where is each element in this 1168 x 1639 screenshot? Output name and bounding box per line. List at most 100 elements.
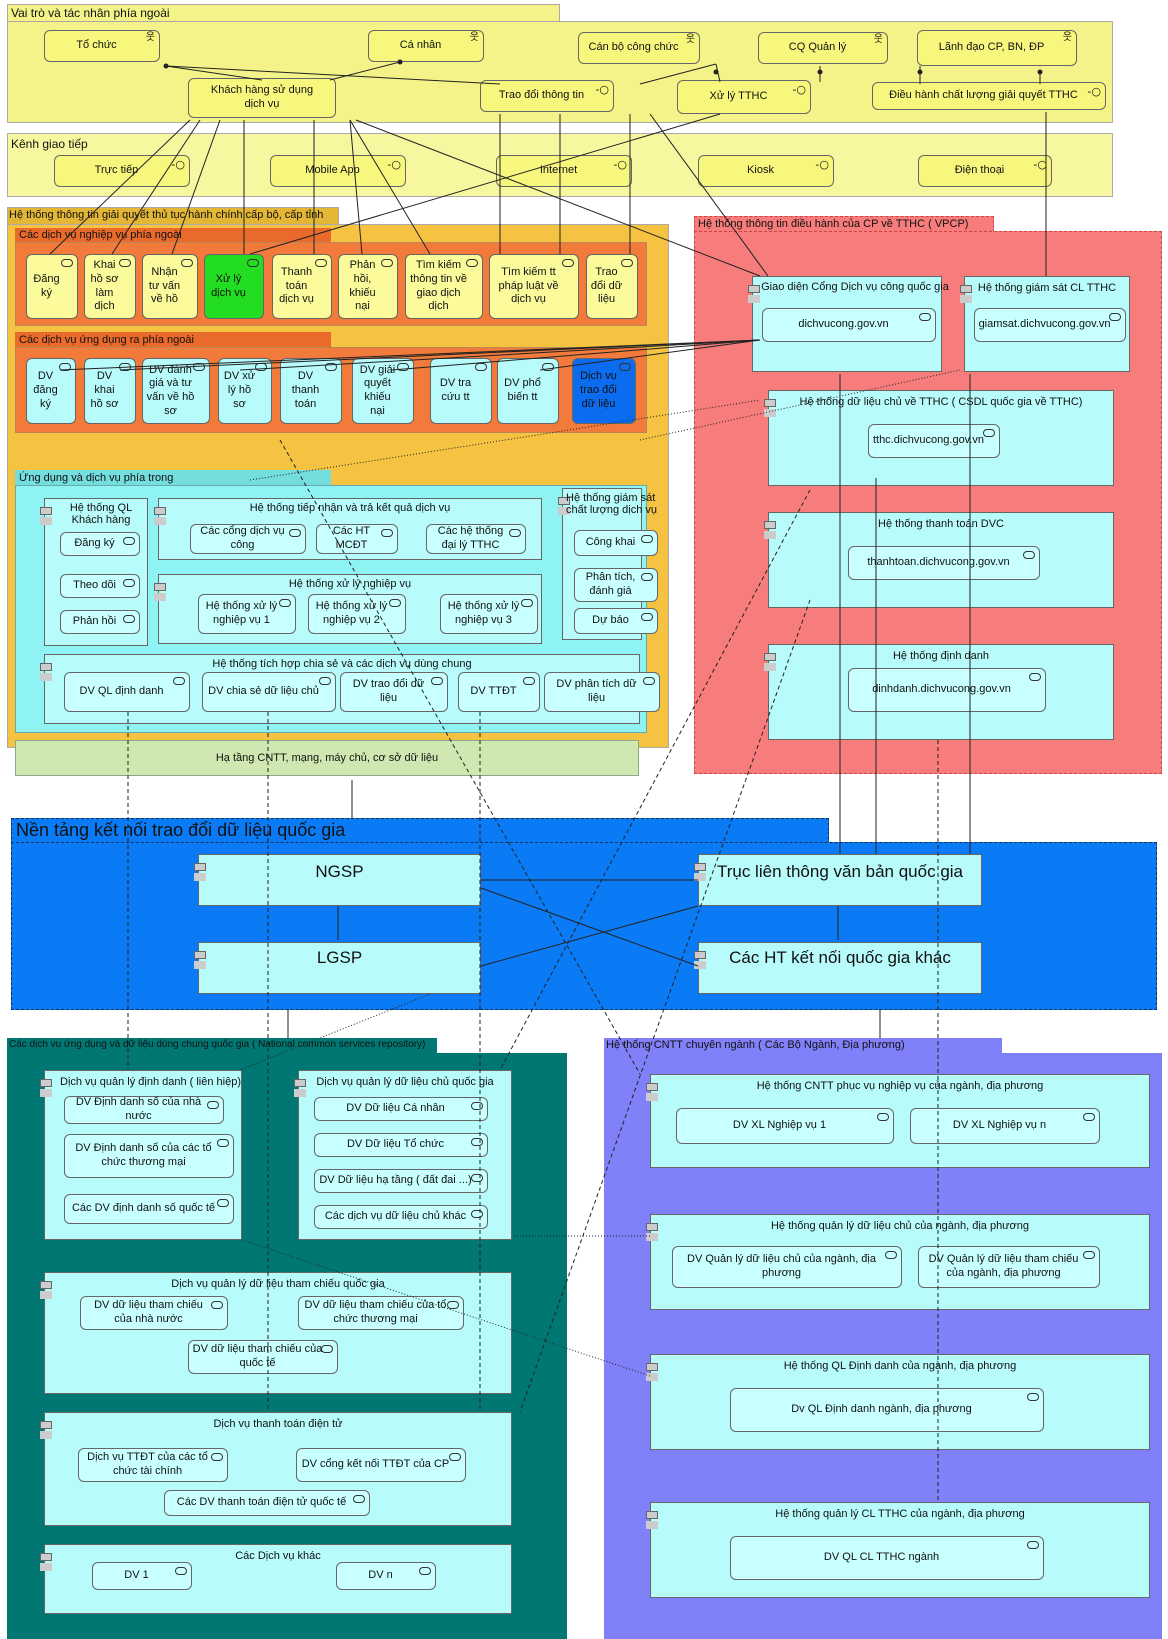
app-dv-tra-cuu[interactable]: DV tra cứu tt	[430, 358, 492, 424]
vpcp-identity-title: Hệ thống định danh	[892, 650, 990, 662]
channel-internet[interactable]: Internet	[496, 155, 632, 187]
national-ident-title: Dịch vụ quản lý định danh ( liên hiệp)	[60, 1076, 242, 1088]
shared-ttdt[interactable]: DV TTĐT	[458, 672, 540, 712]
actor-can-bo[interactable]: Cán bộ công chức	[578, 32, 700, 64]
role-khach-hang[interactable]: Khách hàng sử dụng dịch vụ	[188, 78, 336, 118]
biz-tim-kiem-giao-dich[interactable]: Tìm kiếm thông tin về giao dịch dịch	[405, 254, 483, 319]
vpcp-identity-url[interactable]: dinhdanh.dichvucong.gov.vn	[848, 668, 1046, 712]
crm-dang-ky[interactable]: Đăng ký	[60, 532, 140, 556]
shared-trao-doi-du-lieu[interactable]: DV trao đổi dữ liệu	[340, 672, 448, 712]
pay-to-chuc-tai-chinh[interactable]: Dịch vụ TTĐT của các tổ chức tài chính	[78, 1448, 228, 1482]
sector-quality-dv[interactable]: DV QL CL TTHC ngành	[730, 1536, 1044, 1580]
app-dv-trao-doi-du-lieu[interactable]: Dịch vụ trao đổi dữ liệu	[572, 358, 636, 424]
reception-cong-dvc[interactable]: Các cổng dịch vụ công	[190, 524, 306, 554]
biz-dang-ky[interactable]: Đăng ký	[26, 254, 78, 319]
sector-biz-n[interactable]: DV XL Nghiệp vụ n	[910, 1108, 1100, 1144]
lgsp-label: LGSP	[316, 948, 363, 967]
provincial-title: Hệ thống thông tin giải quyết thủ tục hà…	[9, 209, 324, 221]
ident-thuong-mai[interactable]: DV Định danh số của các tổ chức thương m…	[64, 1134, 234, 1178]
shared-chia-se-du-lieu[interactable]: DV chia sẻ dữ liệu chủ	[202, 672, 336, 712]
app-dv-xu-ly-ho-so[interactable]: DV xử lý hồ sơ	[218, 358, 272, 424]
channel-dien-thoai[interactable]: Điện thoại	[918, 155, 1052, 187]
monitor-cong-khai[interactable]: Công khai	[574, 530, 658, 556]
infrastructure-node[interactable]: Hạ tầng CNTT, mạng, máy chủ, cơ sở dữ li…	[15, 740, 639, 776]
vpcp-portal-title: Giao diện Cổng Dịch vụ công quốc gia	[761, 281, 949, 293]
master-ca-nhan[interactable]: DV Dữ liệu Cá nhân	[314, 1097, 488, 1121]
vpcp-portal-url[interactable]: dichvucong.gov.vn	[762, 308, 936, 342]
biz-nhan-tu-van[interactable]: Nhận tư vấn về hồ	[142, 254, 198, 319]
reception-ht-mcdt[interactable]: Các HT MCĐT	[316, 524, 398, 554]
monitor-du-bao[interactable]: Dự báo	[574, 608, 658, 634]
sector-biz-title: Hệ thống CNTT phục vụ nghiệp vụ của ngàn…	[756, 1080, 1044, 1092]
app-dv-pho-bien[interactable]: DV phổ biến tt	[497, 358, 559, 424]
other-dv-n[interactable]: DV n	[336, 1562, 436, 1590]
biz-trao-doi-du-lieu[interactable]: Trao đổi dữ liệu	[586, 254, 638, 319]
platform-title: Nền tảng kết nối trao đổi dữ liệu quốc g…	[16, 820, 346, 840]
ident-quoc-te[interactable]: Các DV định danh số quốc tế	[64, 1194, 234, 1224]
sector-title: Hệ thống CNTT chuyên ngành ( Các Bộ Ngàn…	[606, 1039, 905, 1051]
ngsp-label: NGSP	[315, 862, 364, 881]
role-xu-ly[interactable]: Xử lý TTHC	[677, 80, 811, 114]
shared-services-title: Hệ thống tích hợp chia sẻ và các dịch vụ…	[212, 658, 472, 670]
ref-thuong-mai[interactable]: DV dữ liệu tham chiếu của tổ chức thương…	[298, 1296, 464, 1330]
processing-title: Hệ thống xử lý nghiệp vụ	[288, 578, 412, 590]
role-trao-doi[interactable]: Trao đổi thông tin	[480, 80, 614, 112]
reception-dai-ly[interactable]: Các hệ thống đại lý TTHC	[426, 524, 526, 554]
master-to-chuc[interactable]: DV Dữ liệu Tổ chức	[314, 1133, 488, 1157]
sector-data-ref[interactable]: DV Quản lý dữ liệu tham chiếu của ngành,…	[918, 1246, 1100, 1288]
crm-title: Hệ thống QL Khách hàng	[69, 502, 133, 526]
vpcp-master-url[interactable]: tthc.dichvucong.gov.vn	[868, 424, 1000, 458]
actor-cq-quan-ly[interactable]: CQ Quản lý	[758, 32, 888, 64]
app-dv-dang-ky[interactable]: DV đăng ký	[26, 358, 76, 424]
national-ref-title: Dịch vụ quản lý dữ liệu tham chiếu quốc …	[171, 1278, 385, 1290]
channel-kiosk[interactable]: Kiosk	[698, 155, 834, 187]
biz-tim-kiem-phap-luat[interactable]: Tìm kiếm tt pháp luật về dịch vụ	[489, 254, 579, 319]
vpcp-payment-url[interactable]: thanhtoan.dichvucong.gov.vn	[848, 546, 1040, 580]
shared-ql-dinh-danh[interactable]: DV QL định danh	[64, 672, 190, 712]
shared-phan-tich-du-lieu[interactable]: DV phân tích dữ liệu	[544, 672, 660, 712]
crm-phan-hoi[interactable]: Phản hồi	[60, 610, 140, 634]
app-dv-giai-quyet[interactable]: DV giải quyết khiếu nại	[352, 358, 414, 424]
pay-quoc-te[interactable]: Các DV thanh toán điện tử quốc tế	[164, 1490, 370, 1516]
national-ref-system[interactable]	[40, 1272, 512, 1394]
business-services-title: Các dịch vụ nghiệp vụ phía ngoài	[19, 229, 182, 241]
sector-ident-dv[interactable]: Dv QL Định danh ngành, địa phương	[730, 1388, 1044, 1432]
vpcp-monitor-url[interactable]: giamsat.dichvucong.gov.vn	[974, 308, 1126, 342]
sector-data-master[interactable]: DV Quản lý dữ liệu chủ của ngành, địa ph…	[672, 1246, 902, 1288]
app-dv-danh-gia[interactable]: DV đánh giá và tư vấn về hồ sơ	[142, 358, 210, 424]
biz-thanh-toan[interactable]: Thanh toán dịch vụ	[272, 254, 332, 319]
master-khac[interactable]: Các dịch vụ dữ liệu chủ khác	[314, 1205, 488, 1229]
app-dv-khai-ho-so[interactable]: DV khai hồ sơ	[84, 358, 136, 424]
processing-1[interactable]: Hệ thống xử lý nghiệp vụ 1	[198, 594, 296, 634]
national-master-title: Dịch vụ quản lý dữ liệu chủ quốc gia	[316, 1076, 494, 1088]
national-other-title: Các Dịch vụ khác	[235, 1550, 321, 1562]
reception-title: Hệ thống tiếp nhận và trả kết quả dịch v…	[249, 502, 451, 514]
biz-khai-ho-so[interactable]: Khai hồ sơ làm dịch	[84, 254, 136, 319]
processing-3[interactable]: Hệ thống xử lý nghiệp vụ 3	[440, 594, 538, 634]
app-dv-thanh-toan[interactable]: DV thanh toán	[280, 358, 342, 424]
master-ha-tang[interactable]: DV Dữ liệu hạ tầng ( đất đai ...)	[314, 1169, 488, 1193]
pay-cong-ket-noi[interactable]: DV cổng kết nối TTĐT của CP	[296, 1448, 466, 1482]
national-pay-title: Dịch vụ thanh toán điện tử	[213, 1418, 343, 1430]
ident-nha-nuoc[interactable]: DV Định danh số của nhà nước	[64, 1096, 224, 1124]
platform-band	[11, 842, 1157, 1010]
channel-mobile-app[interactable]: Mobile App	[270, 155, 406, 187]
processing-2[interactable]: Hệ thống xử lý nghiệp vụ 2	[308, 594, 406, 634]
biz-xu-ly-dich-vu[interactable]: Xử lý dịch vụ	[204, 254, 264, 319]
inner-apps-title: Ứng dụng và dịch vụ phía trong	[19, 472, 174, 484]
crm-theo-doi[interactable]: Theo dõi	[60, 574, 140, 598]
biz-phan-hoi[interactable]: Phản hồi, khiếu nại	[338, 254, 398, 319]
channel-truc-tiep[interactable]: Trực tiếp	[54, 155, 190, 187]
monitor-phan-tich[interactable]: Phân tích, đánh giá	[574, 568, 658, 602]
other-dv-1[interactable]: DV 1	[92, 1562, 192, 1590]
ref-nha-nuoc[interactable]: DV dữ liệu tham chiếu của nhà nước	[80, 1296, 228, 1330]
actor-lanh-dao[interactable]: Lãnh đạo CP, BN, ĐP	[917, 30, 1077, 66]
ref-quoc-te[interactable]: DV dữ liệu tham chiếu của quốc tế	[188, 1340, 338, 1374]
actor-ca-nhan[interactable]: Cá nhân	[368, 30, 484, 62]
role-dieu-hanh[interactable]: Điều hành chất lượng giải quyết TTHC	[872, 82, 1106, 110]
vpcp-identity[interactable]	[764, 644, 1114, 740]
sector-quality-title: Hệ thống quản lý CL TTHC của ngành, địa …	[775, 1508, 1025, 1520]
actor-to-chuc[interactable]: Tổ chức	[44, 30, 160, 62]
sector-biz-1[interactable]: DV XL Nghiệp vụ 1	[676, 1108, 894, 1144]
external-actors-title: Vai trò và tác nhân phía ngoài	[11, 6, 170, 20]
